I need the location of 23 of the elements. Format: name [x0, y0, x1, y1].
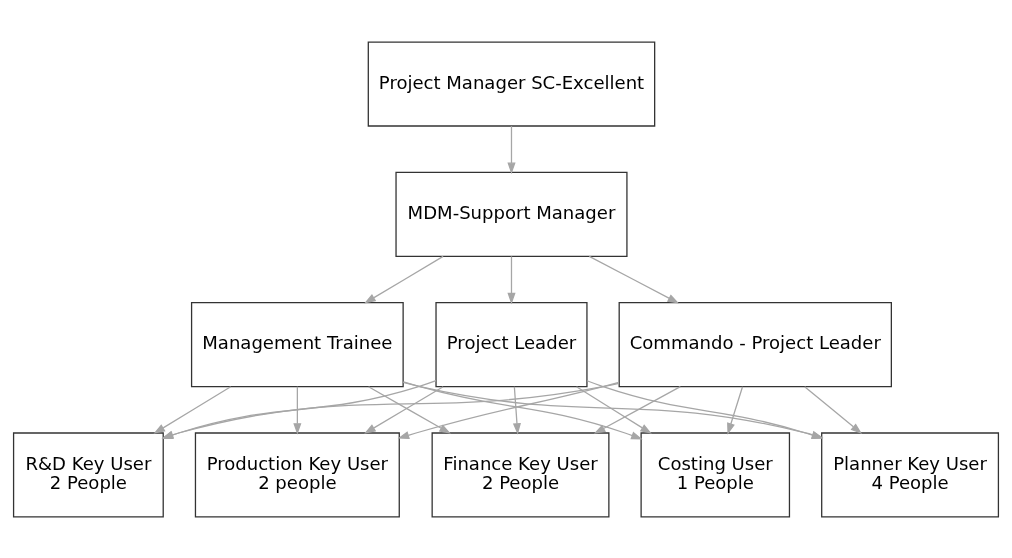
arrow — [507, 255, 516, 304]
arrow — [586, 379, 824, 439]
arrow — [593, 385, 681, 434]
arrow — [364, 255, 444, 304]
arrow — [588, 255, 680, 303]
node-box: Project Manager SC-Excellent — [367, 41, 656, 127]
arrow — [153, 385, 232, 434]
node-box: Project Leader — [435, 301, 588, 387]
arrow — [575, 385, 652, 434]
node-box: Production Key User 2 people — [194, 431, 400, 517]
arrow — [293, 385, 302, 435]
arrow — [402, 381, 824, 439]
node-box: Management Trainee — [190, 301, 404, 387]
node-box: MDM-Support Manager — [395, 171, 628, 257]
node-box: Costing User 1 People — [640, 431, 791, 517]
node-box: Finance Key User 2 People — [431, 431, 610, 517]
arrow — [727, 385, 744, 435]
node-box: Planner Key User 4 People — [821, 431, 1000, 517]
arrow — [507, 125, 516, 174]
node-box: Commando - Project Leader — [618, 301, 892, 387]
arrow — [512, 385, 521, 435]
node-box: R&D Key User 2 People — [12, 431, 164, 517]
arrow — [804, 385, 863, 434]
